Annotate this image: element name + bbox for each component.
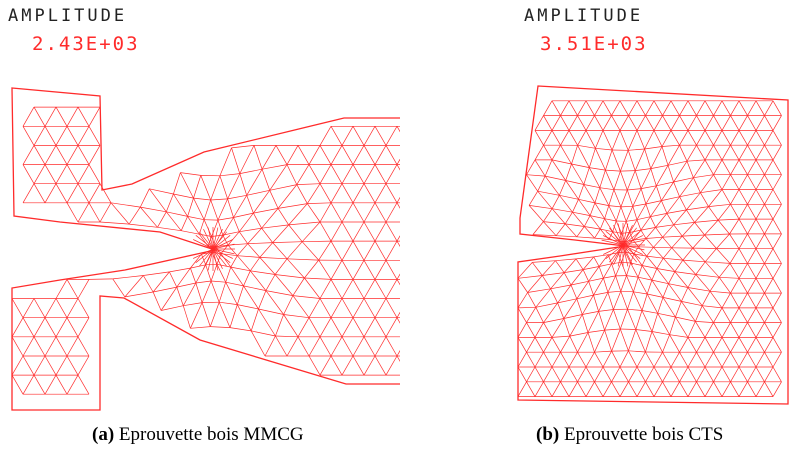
amplitude-value: 2.43E+03 xyxy=(32,33,140,55)
caption-tag: (a) xyxy=(92,424,115,445)
mmcg-mesh-lines xyxy=(11,106,400,395)
panel-cts: AMPLITUDE 3.51E+03 (b) Eprouvette bois C… xyxy=(400,0,790,451)
amplitude-label: AMPLITUDE xyxy=(8,6,128,26)
caption-tag: (b) xyxy=(536,424,560,445)
caption-text: Eprouvette bois MMCG xyxy=(114,424,304,445)
cts-mesh-figure xyxy=(517,85,789,405)
amplitude-label: AMPLITUDE xyxy=(524,6,644,26)
caption-b: (b) Eprouvette bois CTS xyxy=(536,424,723,446)
mmcg-mesh-figure xyxy=(11,87,400,411)
caption-a: (a) Eprouvette bois MMCG xyxy=(92,424,304,446)
caption-text: Eprouvette bois CTS xyxy=(559,424,724,445)
panel-mmcg: AMPLITUDE 2.43E+03 (a) Eprouvette bois M… xyxy=(8,6,400,446)
cts-specimen-outline xyxy=(517,85,789,405)
amplitude-value: 3.51E+03 xyxy=(540,33,648,55)
cts-mesh-lines xyxy=(517,100,782,397)
mmcg-specimen-outline xyxy=(11,87,400,411)
